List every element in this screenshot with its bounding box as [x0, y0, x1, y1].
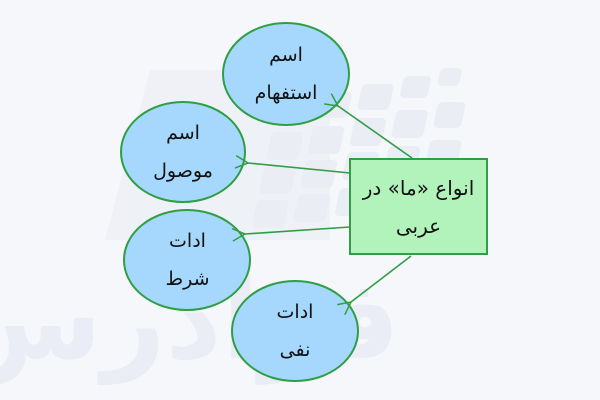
node-label-interrogative: اسم استفهام: [223, 23, 349, 125]
node-ellipse-negation[interactable]: [231, 280, 359, 382]
node-label-negation: ادات نفی: [232, 281, 358, 381]
central-node-box[interactable]: [349, 158, 488, 255]
node-label-line2: موصول: [153, 160, 213, 182]
node-label-line1: اسم: [269, 44, 303, 66]
node-ellipse-conditional[interactable]: [123, 209, 251, 311]
arrow-to-conditional: [231, 226, 351, 242]
node-label-line1: اسم: [166, 122, 200, 144]
node-label-line1: ادات: [276, 301, 314, 323]
node-label-line2: استفهام: [254, 82, 318, 104]
node-label-line1: ادات: [169, 230, 206, 252]
node-ellipse-interrogative[interactable]: [222, 22, 350, 126]
central-label-line2: عربی: [395, 213, 442, 238]
central-label-line1: انواع «ما» در: [362, 175, 475, 200]
node-label-relative: اسم موصول: [121, 102, 245, 202]
node-ellipse-relative[interactable]: [120, 101, 246, 203]
arrow-to-interrogative: [323, 93, 413, 159]
node-label-conditional: ادات شرط: [124, 210, 251, 310]
central-node-label: انواع «ما» در عربی: [350, 159, 487, 254]
node-label-line2: نفی: [279, 339, 311, 361]
node-label-line2: شرط: [165, 268, 210, 290]
arrow-to-relative: [234, 155, 351, 174]
arrow-to-negation: [337, 255, 412, 315]
